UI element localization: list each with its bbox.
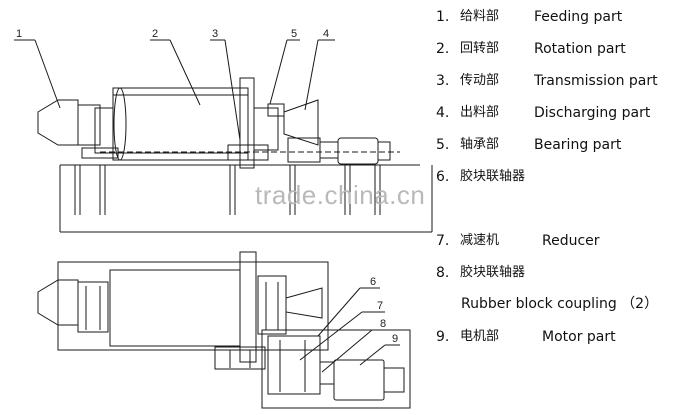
watermark: trade.china.cn: [255, 180, 426, 210]
motor-top: [337, 137, 379, 165]
foundation-plan: [57, 261, 329, 351]
motor-plan: [333, 359, 385, 401]
mill-drum: [112, 87, 249, 161]
callout-1: 1: [16, 28, 22, 40]
gear-ring-plan: [239, 251, 257, 363]
ball-mill-diagram: 1 2 3 5 4 6 7 8 9: [14, 28, 433, 409]
callout-4: 4: [323, 28, 329, 40]
callout-9: 9: [392, 333, 398, 345]
discharge-cone: [283, 99, 319, 146]
feed-box: [77, 104, 101, 146]
mill-drum-plan: [109, 269, 241, 347]
callout-5: 5: [291, 28, 297, 40]
feed-cone: [37, 99, 79, 146]
callout-7: 7: [377, 300, 383, 312]
callout-3: 3: [212, 28, 218, 40]
legend: 1. 给料部 Feeding part 2. 回转部 Rotation part…: [436, 9, 659, 345]
callout-2: 2: [152, 28, 158, 40]
legend-note-rubber-coupling: Rubber block coupling （2）: [461, 296, 659, 312]
callout-6: 6: [370, 276, 376, 288]
gear-ring: [239, 77, 255, 169]
discharge-cone-plan: [285, 287, 323, 319]
callout-8: 8: [380, 318, 386, 330]
reducer-plan: [267, 335, 321, 395]
